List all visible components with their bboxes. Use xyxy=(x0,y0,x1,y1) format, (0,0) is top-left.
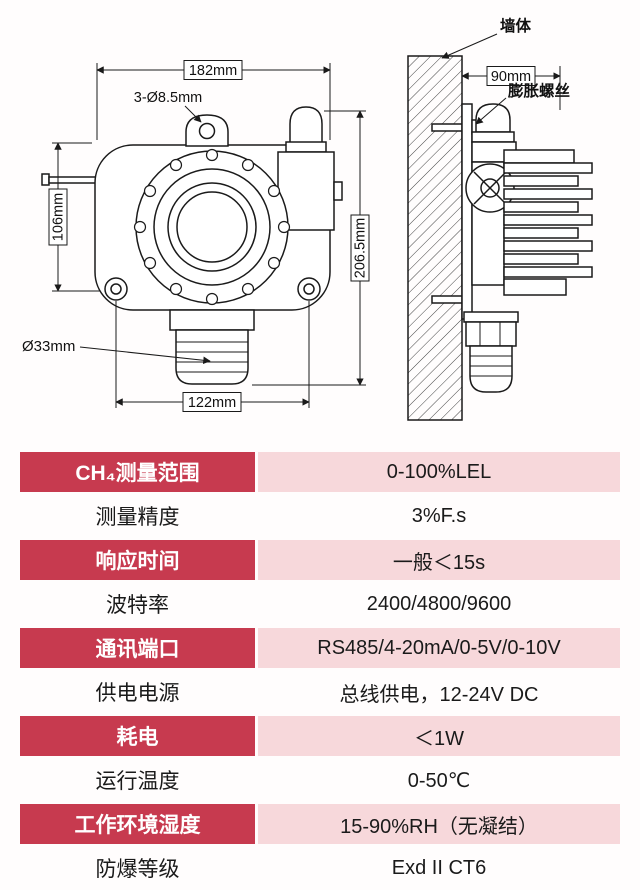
spec-row-comm-port: 通讯端口 RS485/4-20mA/0-5V/0-10V xyxy=(20,626,620,670)
alarm-cylinder xyxy=(289,106,323,145)
expansion-screw-bottom xyxy=(431,295,463,304)
side-view-labels: 90mm 墙体 膨胀螺丝 xyxy=(486,16,570,100)
antenna-cap xyxy=(41,173,50,186)
spec-row-operating-temp: 运行温度 0-50℃ xyxy=(20,758,620,802)
wall xyxy=(407,55,463,421)
spec-label: 工作环境湿度 xyxy=(20,804,255,844)
wall-label: 墙体 xyxy=(500,16,532,35)
spec-label: 波特率 xyxy=(106,594,169,617)
dim-holes-label: 3-Ø8.5mm xyxy=(134,90,203,106)
cylinder-base xyxy=(285,141,327,153)
sensor-grill-lines xyxy=(176,341,248,373)
spec-value: 一般＜15s xyxy=(258,540,620,580)
fin-top-cap xyxy=(503,149,575,164)
cover-bolts xyxy=(133,148,291,306)
spec-label: 响应时间 xyxy=(20,540,255,580)
mounting-hole-top xyxy=(198,122,216,140)
side-view-device xyxy=(407,55,593,421)
cooling-fins xyxy=(503,162,593,278)
spec-value: ＜1W xyxy=(258,716,620,756)
cable-gland xyxy=(333,181,343,201)
technical-drawing: 182mm 106mm 206.5mm 122mm 3-Ø8.5mm Ø33mm xyxy=(22,16,593,421)
spec-value: 15-90%RH（无凝结） xyxy=(258,804,620,844)
dim-top-width-label: 182mm xyxy=(189,63,237,79)
side-sensor-cylinder xyxy=(469,345,513,393)
dim-left-height-label: 106mm xyxy=(51,193,67,241)
spec-value: 0-50℃ xyxy=(407,769,471,792)
expansion-screw-label: 膨胀螺丝 xyxy=(508,81,570,100)
mounting-plate xyxy=(461,103,473,320)
gas-detector-dimension-drawing: 182mm 106mm 206.5mm 122mm 3-Ø8.5mm Ø33mm xyxy=(22,16,593,421)
spec-row-explosion-proof: 防爆等级 Exd II CT6 xyxy=(20,846,620,890)
spec-label: 供电电源 xyxy=(95,682,180,705)
mounting-hole-left xyxy=(110,283,122,295)
sensor-neck xyxy=(169,309,255,331)
antenna-rod xyxy=(48,176,98,184)
front-view-dimension-labels: 182mm 106mm 206.5mm 122mm 3-Ø8.5mm Ø33mm xyxy=(22,60,370,412)
spec-row-accuracy: 测量精度 3%F.s xyxy=(20,494,620,538)
mounting-hole-right xyxy=(303,283,315,295)
fin-bottom-cap xyxy=(503,278,567,296)
sensor-cylinder xyxy=(175,329,249,385)
spec-row-power-consumption: 耗电 ＜1W xyxy=(20,714,620,758)
spec-label: 耗电 xyxy=(20,716,255,756)
spec-value: 2400/4800/9600 xyxy=(366,592,512,615)
spec-row-baud-rate: 波特率 2400/4800/9600 xyxy=(20,582,620,626)
cover-window xyxy=(176,191,248,263)
spec-value: 3%F.s xyxy=(411,504,467,527)
spec-value: 0-100%LEL xyxy=(258,452,620,492)
spec-row-humidity: 工作环境湿度 15-90%RH（无凝结） xyxy=(20,802,620,846)
spec-label: CH₄测量范围 xyxy=(20,452,255,492)
bottom-step xyxy=(463,311,519,323)
front-view-device-outline xyxy=(41,106,343,385)
expansion-screw-top xyxy=(431,123,463,132)
front-view-dimensions xyxy=(52,63,366,408)
dim-right-height-label: 206.5mm xyxy=(353,218,369,278)
dim-bottom-width-label: 122mm xyxy=(188,395,236,411)
bottom-flange xyxy=(465,321,517,347)
spec-label: 通讯端口 xyxy=(20,628,255,668)
spec-label: 运行温度 xyxy=(95,770,180,793)
spec-value: RS485/4-20mA/0-5V/0-10V xyxy=(258,628,620,668)
spec-label: 防爆等级 xyxy=(95,858,180,881)
side-dome-cap xyxy=(475,103,511,133)
spec-table: CH₄测量范围 0-100%LEL 测量精度 3%F.s 响应时间 一般＜15s… xyxy=(20,450,620,890)
spec-label: 测量精度 xyxy=(95,506,180,529)
spec-row-power-supply: 供电电源 总线供电，12-24V DC xyxy=(20,670,620,714)
dim-sensor-diameter-label: Ø33mm xyxy=(22,338,75,355)
spec-value: 总线供电，12-24V DC xyxy=(339,683,539,706)
spec-value: Exd II CT6 xyxy=(391,856,487,879)
dim-depth-label: 90mm xyxy=(491,69,531,85)
dome-base xyxy=(471,131,515,143)
spec-row-response-time: 响应时间 一般＜15s xyxy=(20,538,620,582)
spec-row-measure-range: CH₄测量范围 0-100%LEL xyxy=(20,450,620,494)
